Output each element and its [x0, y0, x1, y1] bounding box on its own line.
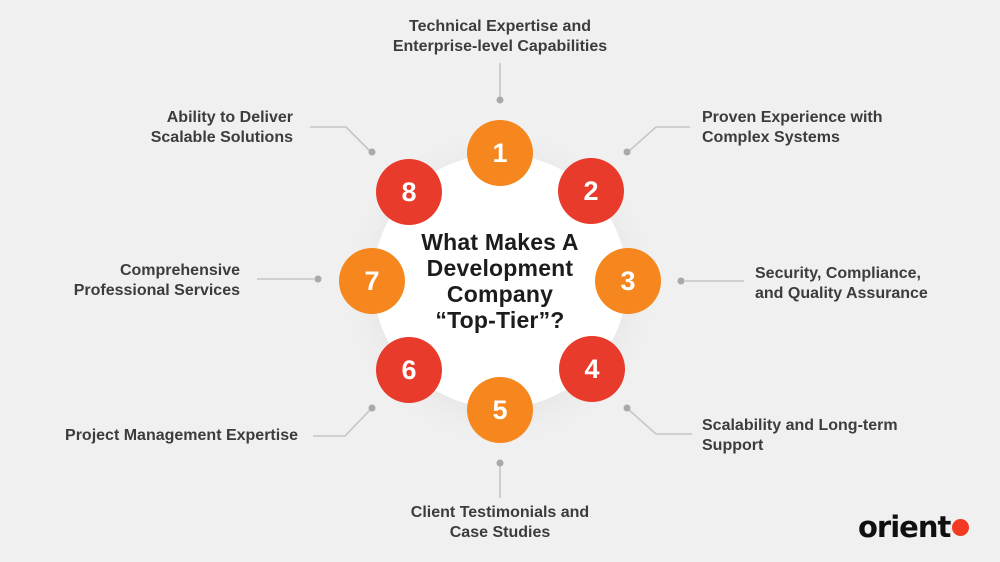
node-number-8: 8	[401, 176, 417, 207]
brand-logo: orient	[858, 510, 970, 544]
brand-logo-text: orient	[858, 510, 951, 544]
node-label-6: Project Management Expertise	[65, 426, 298, 446]
label-line: Enterprise-level Capabilities	[392, 37, 608, 55]
node-number-7: 7	[364, 265, 380, 296]
label-line: Scalable Solutions	[150, 128, 293, 146]
connector-dot-2	[623, 148, 631, 156]
connector-dot-1	[496, 96, 504, 104]
label-line: Project Management Expertise	[65, 427, 298, 444]
connector-dot-7	[314, 275, 322, 283]
node-circle-2: 2	[558, 158, 624, 224]
node-number-3: 3	[620, 265, 636, 296]
node-circle-4: 4	[559, 336, 625, 402]
node-number-1: 1	[492, 137, 508, 168]
node-number-5: 5	[492, 394, 508, 425]
label-line: Support	[702, 436, 764, 454]
center-title-line: Company	[446, 281, 554, 307]
connector-dot-5	[496, 459, 504, 467]
connector-4	[628, 409, 692, 435]
node-circle-5: 5	[467, 377, 533, 443]
node-circle-1: 1	[467, 120, 533, 186]
center-title-line: Development	[426, 255, 574, 281]
label-line: Case Studies	[449, 523, 551, 541]
label-line: Ability to Deliver	[166, 109, 293, 126]
connector-8	[310, 126, 371, 152]
node-circle-7: 7	[339, 248, 405, 314]
node-label-8: Ability to Deliver Scalable Solutions	[151, 108, 293, 147]
connector-dot-6	[368, 404, 376, 412]
connector-6	[313, 409, 371, 437]
node-label-4: Scalability and Long-term Support	[702, 416, 898, 455]
label-line: Scalability and Long-term	[702, 417, 898, 434]
label-line: Proven Experience with	[702, 109, 883, 126]
label-line: Complex Systems	[702, 128, 840, 146]
label-line: and Quality Assurance	[755, 284, 928, 302]
center-title-line: What Makes A	[421, 229, 579, 255]
node-circle-3: 3	[595, 248, 661, 314]
connector-dot-3	[677, 277, 685, 285]
center-title: What Makes A Development Company “Top-Ti…	[421, 229, 578, 333]
node-circle-6: 6	[376, 337, 442, 403]
node-label-7: Comprehensive Professional Services	[74, 261, 240, 300]
node-label-3: Security, Compliance, and Quality Assura…	[755, 264, 928, 303]
label-line: Professional Services	[73, 281, 240, 299]
connector-dot-4	[623, 404, 631, 412]
label-line: Technical Expertise and	[409, 18, 591, 35]
label-line: Security, Compliance,	[755, 265, 921, 282]
connector-dot-8	[368, 148, 376, 156]
node-number-6: 6	[401, 354, 417, 385]
node-label-2: Proven Experience with Complex Systems	[702, 108, 883, 147]
node-circle-8: 8	[376, 159, 442, 225]
node-label-5: Client Testimonials and Case Studies	[330, 503, 670, 542]
node-number-4: 4	[584, 353, 600, 384]
brand-logo-dot-icon	[952, 519, 970, 536]
center-title-line: “Top-Tier”?	[435, 307, 565, 333]
connector-2	[628, 126, 690, 152]
label-line: Comprehensive	[119, 262, 240, 279]
node-label-1: Technical Expertise and Enterprise-level…	[330, 17, 670, 56]
node-number-2: 2	[583, 175, 599, 206]
label-line: Client Testimonials and	[410, 504, 590, 521]
